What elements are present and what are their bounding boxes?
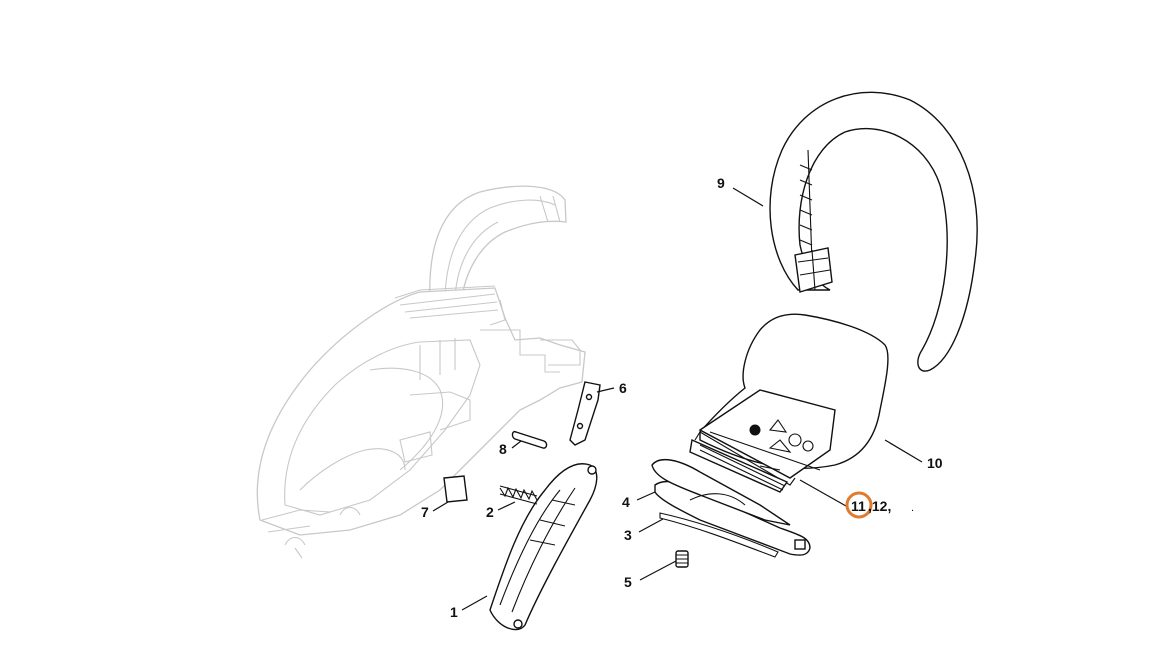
label-part-5[interactable]: 5 [624, 574, 632, 590]
callout-labels: 1 2 3 4 5 6 7 8 9 10 11 ,12, . [421, 175, 943, 620]
label-part-9[interactable]: 9 [717, 175, 725, 191]
part-2-spring [499, 485, 538, 505]
part-5-sleeve [675, 550, 689, 568]
part-3-torsion-spring [659, 512, 779, 558]
label-part-8[interactable]: 8 [499, 441, 507, 457]
part-7-plate [443, 475, 468, 503]
part-9-loop-handle [769, 91, 978, 372]
leader-lines [432, 187, 923, 611]
part-1-handle-bar [489, 463, 598, 631]
label-trailing-mark: . [911, 502, 914, 514]
housing-outline [256, 185, 586, 559]
label-part-4[interactable]: 4 [622, 494, 630, 510]
part-8-pin [511, 430, 548, 449]
part-10-hand-guard [689, 313, 889, 493]
highlight-ring [845, 491, 873, 519]
label-part-6[interactable]: 6 [619, 380, 627, 396]
label-part-7[interactable]: 7 [421, 504, 429, 520]
label-part-3[interactable]: 3 [624, 527, 632, 543]
label-part-10[interactable]: 10 [927, 455, 943, 471]
label-part-11[interactable]: 11 [851, 498, 866, 514]
label-part-12[interactable]: ,12, [868, 498, 891, 514]
part-4-lever [651, 458, 811, 556]
part-6-bracket [569, 381, 601, 446]
label-part-1[interactable]: 1 [450, 604, 458, 620]
label-part-2[interactable]: 2 [486, 504, 494, 520]
